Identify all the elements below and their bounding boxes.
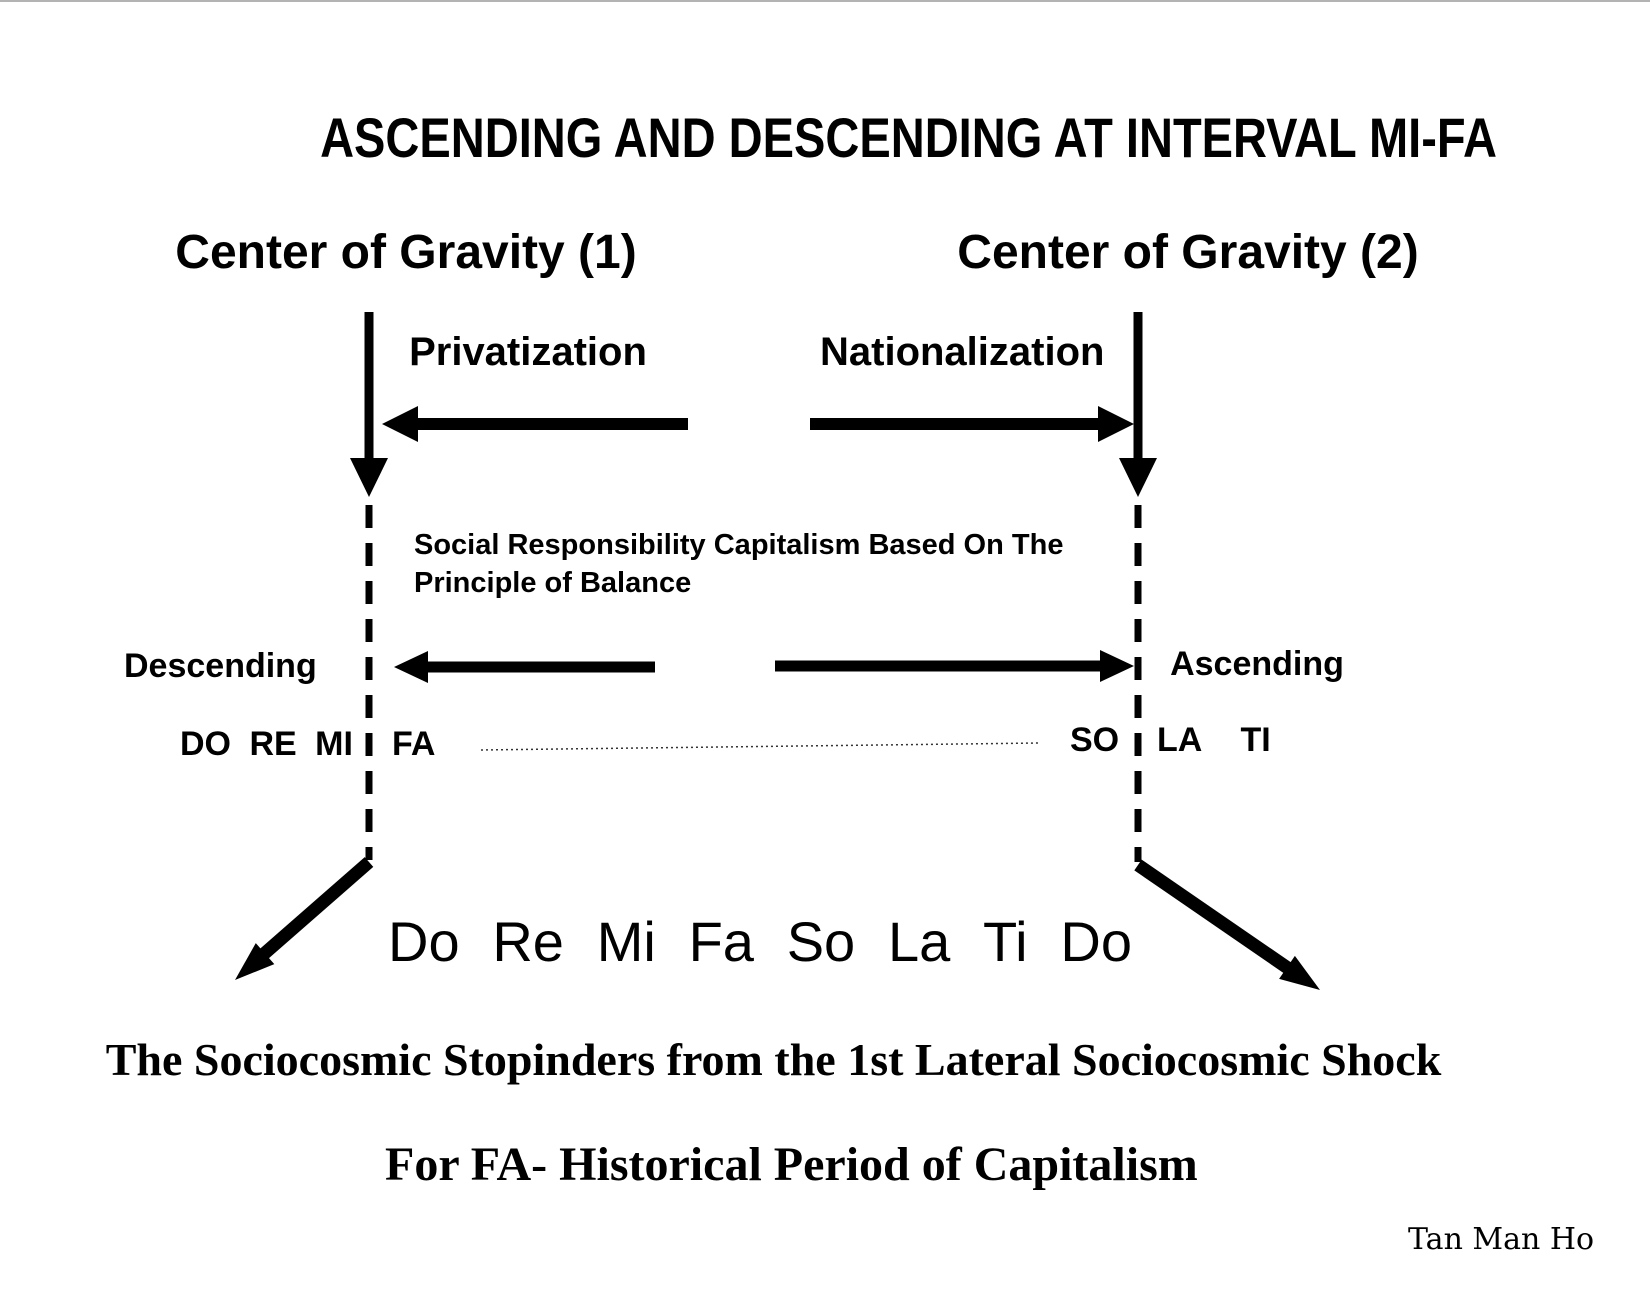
descending-left-arrow-icon — [394, 651, 655, 683]
balance-caption: Social Responsibility Capitalism Based O… — [414, 526, 1063, 602]
solfege-note: Do — [1060, 910, 1132, 973]
solfege-note: Ti — [983, 910, 1028, 973]
right-diagonal-arrow-icon — [1134, 859, 1320, 990]
author-signature: Tan Man Ho — [1408, 1222, 1595, 1257]
privatization-label: Privatization — [409, 330, 647, 374]
solfege-note: So — [786, 910, 856, 973]
solfege-note: La — [887, 910, 951, 973]
descending-label: Descending — [124, 647, 317, 685]
solfege-note: Fa — [688, 910, 754, 973]
upper-scale-fa: FA — [392, 725, 436, 763]
ascending-right-arrow-icon — [775, 650, 1134, 682]
nationalization-label: Nationalization — [820, 330, 1105, 374]
cog2-heading: Center of Gravity (2) — [957, 226, 1419, 279]
balance-caption-line2: Principle of Balance — [414, 567, 692, 599]
scale-dotted-connector-line — [480, 742, 1039, 751]
privatization-left-arrow-icon — [382, 406, 688, 442]
nationalization-right-arrow-icon — [810, 406, 1134, 442]
balance-caption-line1: Social Responsibility Capitalism Based O… — [414, 529, 1064, 561]
solfege-note: Re — [492, 910, 564, 973]
lower-scale-row: Do Re Mi Fa So La Ti Do — [388, 911, 1132, 973]
left-diagonal-arrow-icon — [235, 857, 374, 980]
upper-scale-la-ti: LA TI — [1157, 721, 1271, 759]
solfege-note: Mi — [596, 910, 656, 973]
period-caption: For FA- Historical Period of Capitalism — [385, 1138, 1198, 1191]
ascending-label: Ascending — [1170, 645, 1344, 683]
upper-scale-do-re-mi: DO RE MI — [180, 725, 353, 763]
stopinders-caption: The Sociocosmic Stopinders from the 1st … — [105, 1034, 1442, 1085]
cog1-down-arrow-icon — [350, 312, 388, 497]
diagram-title: ASCENDING AND DESCENDING AT INTERVAL MI-… — [208, 108, 1497, 168]
top-border-line — [0, 0, 1650, 2]
cog1-heading: Center of Gravity (1) — [175, 226, 637, 279]
solfege-note: Do — [388, 910, 460, 973]
upper-scale-so: SO — [1070, 721, 1120, 759]
diagram-title-text: ASCENDING AND DESCENDING AT INTERVAL MI-… — [320, 106, 1498, 169]
cog2-down-arrow-icon — [1119, 312, 1157, 497]
